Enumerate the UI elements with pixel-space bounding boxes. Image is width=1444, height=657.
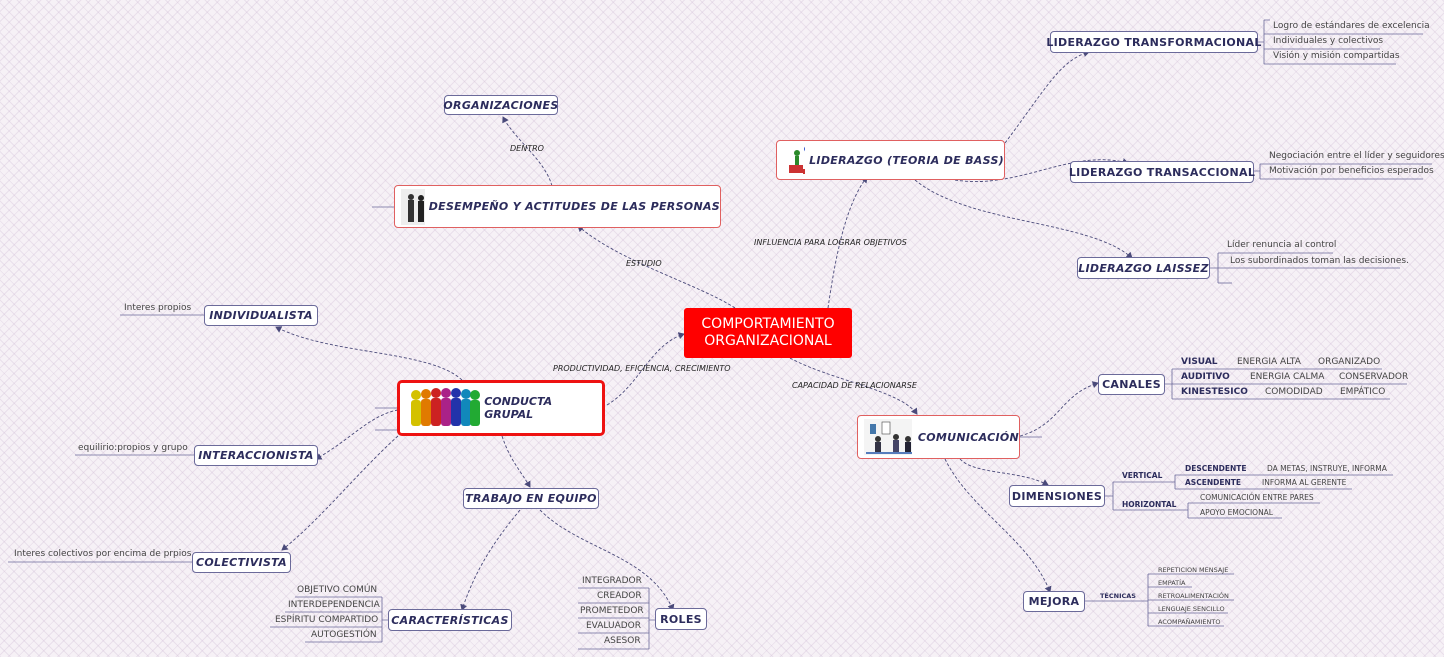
node-roles[interactable]: ROLES — [655, 608, 707, 630]
node-conducta-label: CONDUCTA GRUPAL — [484, 395, 553, 421]
leaf-mejora-3: RETROALIMENTACIÓN — [1158, 592, 1229, 600]
leaf-interaccionista: equilirio:propios y grupo — [78, 443, 188, 453]
leaf-canal-kinestesico-a: COMODIDAD — [1265, 387, 1323, 397]
leaf-dim-descendente-desc: DA METAS, INSTRUYE, INFORMA — [1267, 464, 1387, 473]
leaf-colectivista: Interes colectivos por encima de prpios — [14, 549, 192, 559]
node-conducta-grupal[interactable]: CONDUCTA GRUPAL — [397, 380, 605, 436]
leaf-mejora-5: ACOMPAÑAMIENTO — [1158, 618, 1221, 626]
leaf-canal-visual-b: ORGANIZADO — [1318, 357, 1381, 367]
edge-label-productividad: PRODUCTIVIDAD, EFICIENCIA, CRECIMIENTO — [553, 364, 731, 373]
leadership-icon — [789, 146, 806, 174]
node-desempeno-label: DESEMPEÑO Y ACTITUDES DE LAS PERSONAS — [428, 200, 720, 213]
leaf-rol-2: CREADOR — [597, 591, 642, 601]
leaf-transformacional-3: Visión y misión compartidas — [1273, 51, 1400, 61]
central-line-2: ORGANIZACIONAL — [704, 333, 832, 349]
leaf-dim-horizontal-2: APOYO EMOCIONAL — [1200, 508, 1273, 517]
node-liderazgo[interactable]: LIDERAZGO (TEORIA DE BASS) — [776, 140, 1005, 180]
edge-label-dentro: DENTRO — [510, 144, 544, 153]
leaf-dim-horizontal: HORIZONTAL — [1122, 500, 1177, 509]
leaf-mejora-4: LENGUAJE SENCILLO — [1158, 605, 1225, 613]
leaf-rol-4: EVALUADOR — [586, 621, 642, 631]
leaf-caracteristica-1: OBJETIVO COMÚN — [297, 585, 378, 595]
node-canales[interactable]: CANALES — [1098, 374, 1165, 395]
node-trabajo-equipo[interactable]: TRABAJO EN EQUIPO — [463, 488, 599, 509]
leaf-transformacional-1: Logro de estándares de excelencia — [1273, 21, 1430, 31]
node-mejora[interactable]: MEJORA — [1023, 591, 1085, 612]
leaf-caracteristica-3: ESPÍRITU COMPARTIDO — [275, 615, 379, 625]
leaf-canal-auditivo-a: ENERGIA CALMA — [1250, 372, 1325, 382]
leaf-individualista: Interes propios — [124, 303, 192, 313]
node-organizaciones[interactable]: ORGANIZACIONES — [443, 95, 558, 115]
leaf-canal-kinestesico: KINESTESICO — [1181, 387, 1248, 397]
leaf-dim-ascendente-desc: INFORMA AL GERENTE — [1262, 478, 1347, 487]
group-people-icon — [411, 388, 480, 426]
leaf-dim-ascendente: ASCENDENTE — [1185, 478, 1241, 487]
leaf-laissez-1: Líder renuncia al control — [1227, 240, 1337, 250]
node-caracteristicas[interactable]: CARACTERÍSTICAS — [388, 609, 512, 631]
node-transformacional[interactable]: LIDERAZGO TRANSFORMACIONAL — [1046, 31, 1261, 53]
edge-label-estudio: ESTUDIO — [626, 259, 662, 268]
leaf-dim-vertical: VERTICAL — [1122, 471, 1163, 480]
leaf-transaccional-1: Negociación entre el líder y seguidores — [1269, 151, 1444, 161]
leaf-dim-horizontal-1: COMUNICACIÓN ENTRE PARES — [1200, 493, 1314, 502]
node-interaccionista[interactable]: INTERACCIONISTA — [194, 445, 318, 466]
leaf-mejora-tecnicas: TÉCNICAS — [1100, 592, 1136, 600]
leaf-laissez-2: Los subordinados toman las decisiones. — [1230, 256, 1409, 266]
node-colectivista[interactable]: COLECTIVISTA — [192, 552, 291, 573]
leaf-canal-visual: VISUAL — [1181, 357, 1218, 367]
leaf-caracteristica-2: INTERDEPENDENCIA — [288, 600, 380, 610]
central-line-1: COMPORTAMIENTO — [701, 316, 835, 332]
node-liderazgo-label: LIDERAZGO (TEORIA DE BASS) — [809, 153, 1004, 167]
leaf-mejora-1: REPETICION MENSAJE — [1158, 566, 1229, 574]
leaf-transformacional-2: Individuales y colectivos — [1273, 36, 1384, 46]
leaf-rol-3: PROMETEDOR — [580, 606, 644, 616]
node-comunicacion-label: COMUNICACIÓN — [917, 430, 1019, 444]
leaf-dim-descendente: DESCENDENTE — [1185, 464, 1247, 473]
leaf-canal-auditivo: AUDITIVO — [1181, 372, 1230, 382]
node-dimensiones[interactable]: DIMENSIONES — [1009, 485, 1105, 507]
leaf-canal-visual-a: ENERGIA ALTA — [1237, 357, 1301, 367]
leaf-canal-auditivo-b: CONSERVADOR — [1339, 372, 1409, 382]
node-individualista[interactable]: INDIVIDUALISTA — [204, 305, 318, 326]
leaf-rol-1: INTEGRADOR — [582, 576, 642, 586]
edge-label-capacidad: CAPACIDAD DE RELACIONARSE — [792, 381, 917, 390]
leaf-transaccional-2: Motivación por beneficios esperados — [1269, 166, 1434, 176]
edge-label-influencia: INFLUENCIA PARA LOGRAR OBJETIVOS — [754, 238, 907, 247]
leaf-mejora-2: EMPATÍA — [1158, 579, 1186, 587]
node-transaccional[interactable]: LIDERAZGO TRANSACCIONAL — [1069, 161, 1255, 183]
communication-icon — [864, 419, 912, 455]
node-comunicacion[interactable]: COMUNICACIÓN — [857, 415, 1020, 459]
leaf-canal-kinestesico-b: EMPÁTICO — [1340, 387, 1386, 397]
node-laissez[interactable]: LIDERAZGO LAISSEZ — [1077, 257, 1210, 279]
business-people-icon — [401, 188, 425, 225]
leaf-caracteristica-4: AUTOGESTIÓN — [311, 630, 377, 640]
leaf-rol-5: ASESOR — [604, 636, 641, 646]
node-desempeno[interactable]: DESEMPEÑO Y ACTITUDES DE LAS PERSONAS — [394, 185, 721, 228]
